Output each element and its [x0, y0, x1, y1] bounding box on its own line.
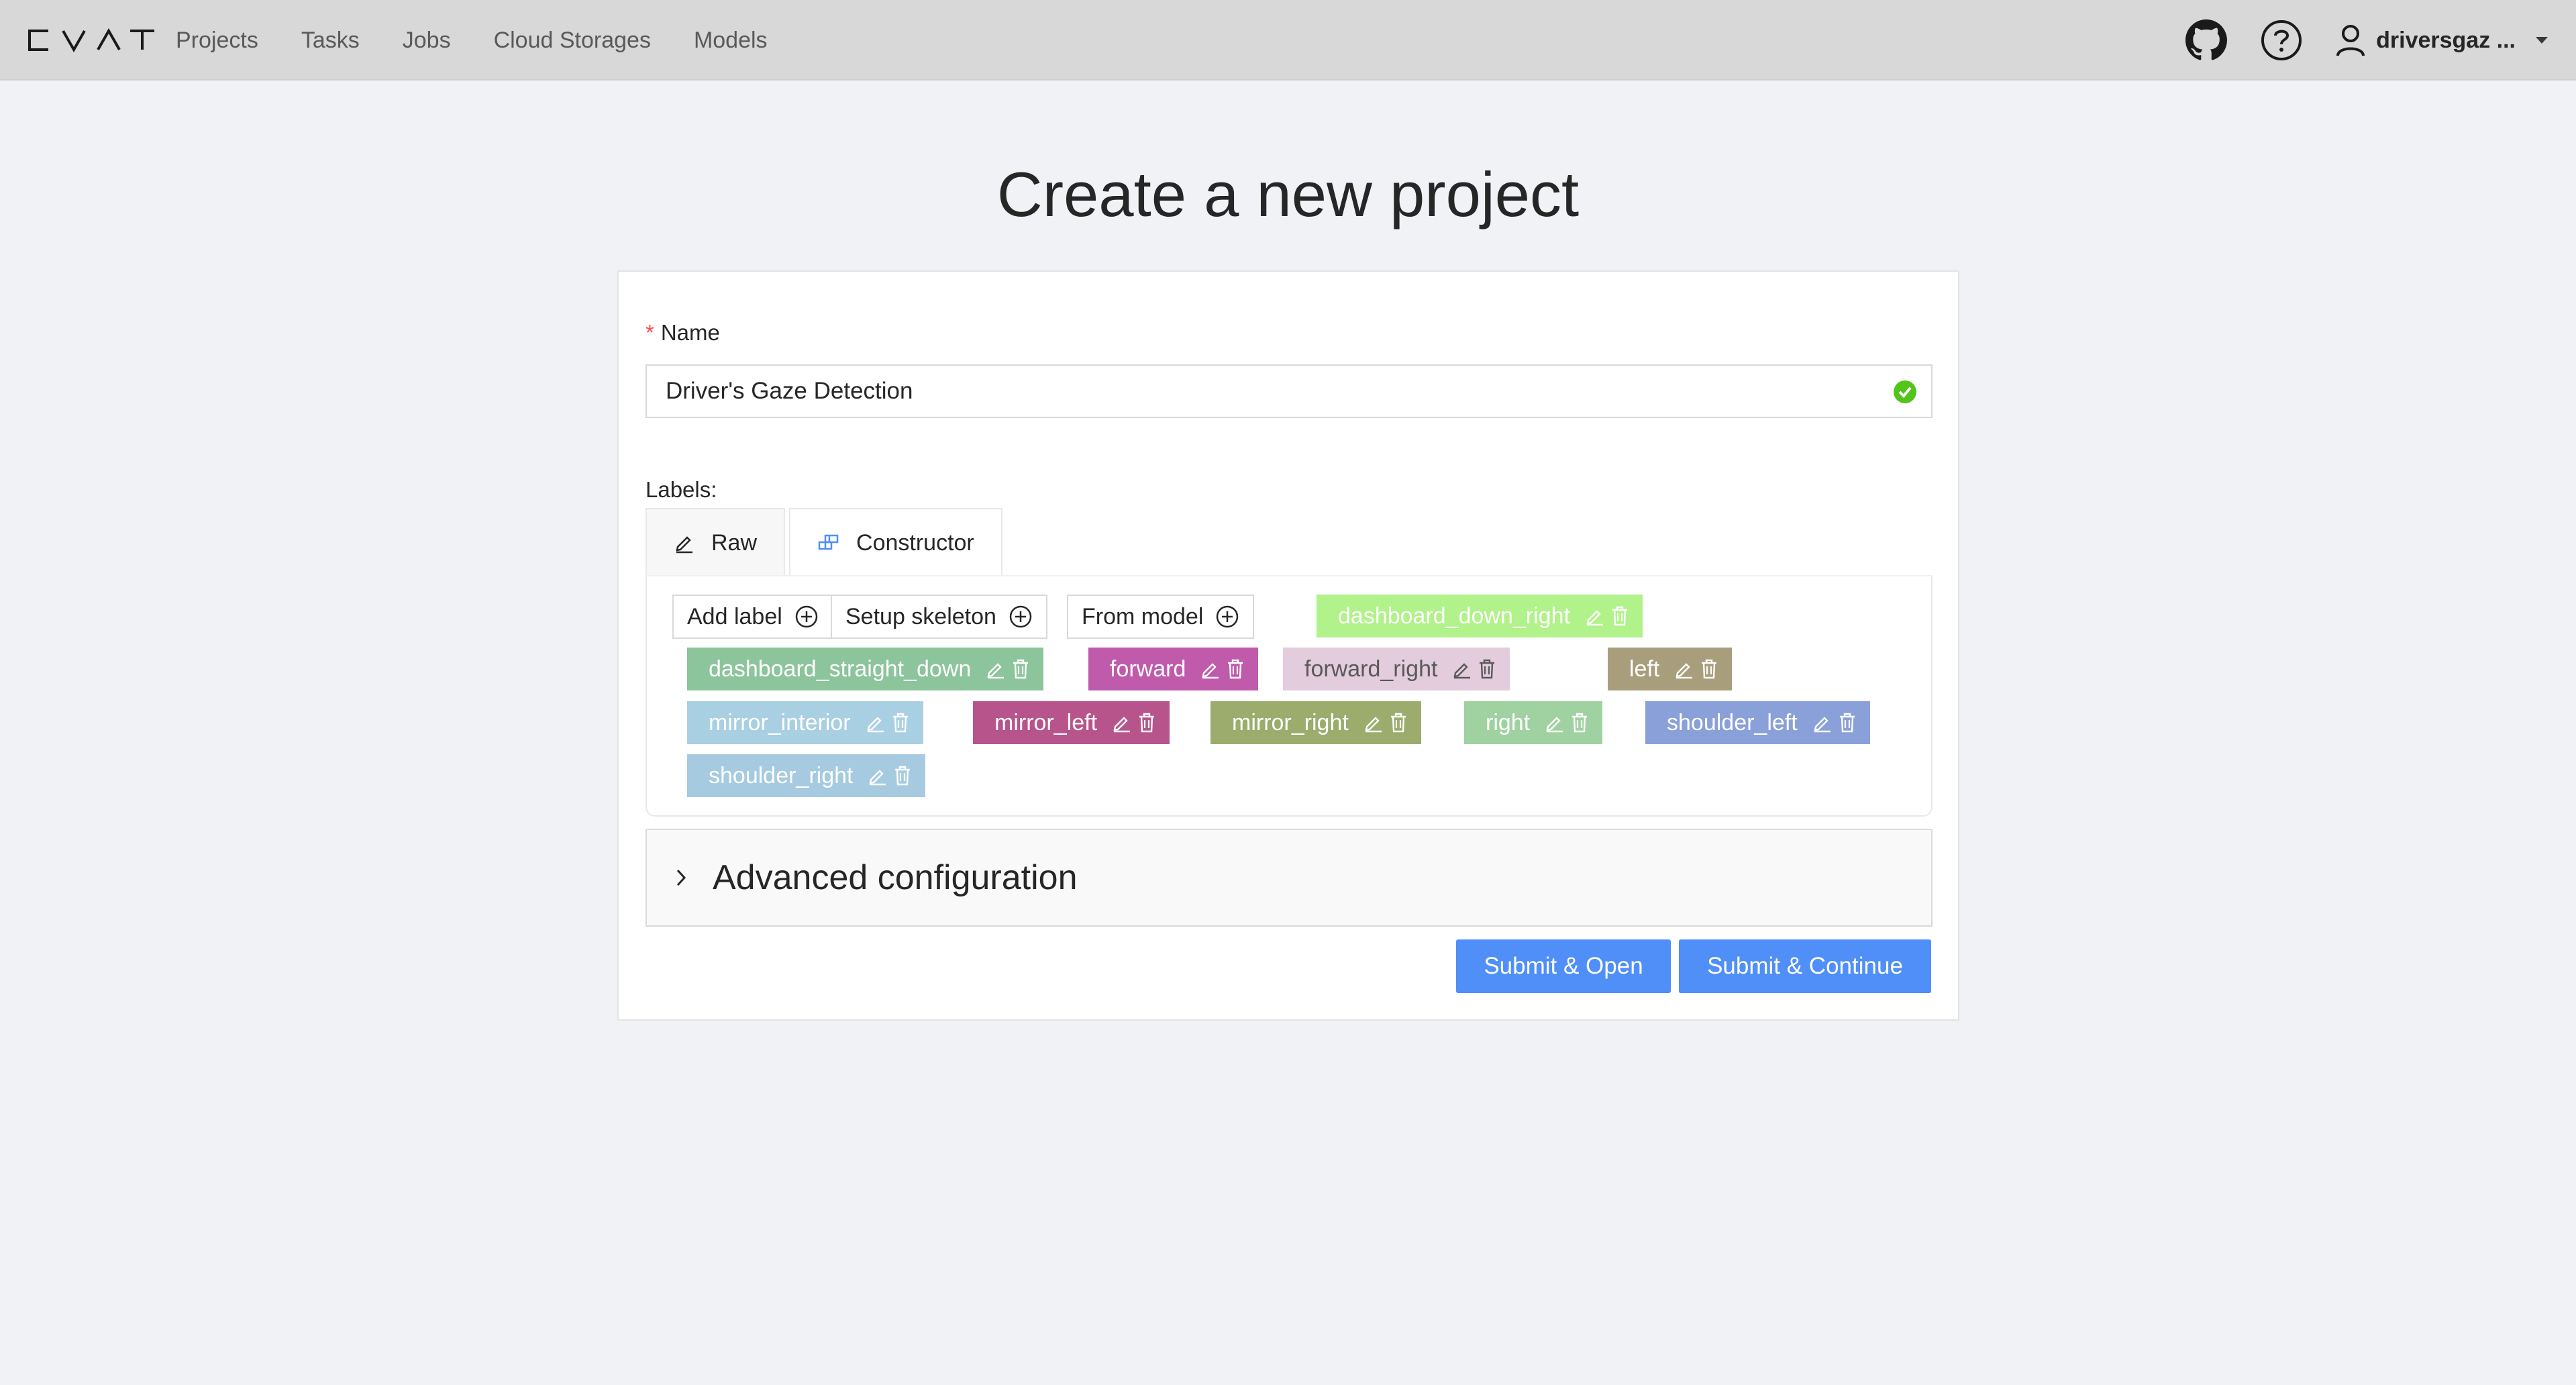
- advanced-configuration-panel[interactable]: Advanced configuration: [646, 829, 1933, 927]
- label-tag-name: dashboard_down_right: [1338, 603, 1570, 629]
- tab-raw-label: Raw: [711, 529, 758, 556]
- delete-icon[interactable]: [891, 712, 910, 733]
- delete-icon[interactable]: [1478, 658, 1496, 680]
- label-constructor: Add label Setup skeleton From model dash…: [646, 575, 1933, 817]
- label-tag-name: forward_right: [1304, 656, 1438, 682]
- delete-icon[interactable]: [1570, 712, 1589, 733]
- nav-projects[interactable]: Projects: [176, 27, 258, 53]
- help-icon[interactable]: [2261, 19, 2302, 61]
- edit-icon[interactable]: [1812, 713, 1833, 733]
- label-tag-name: shoulder_left: [1667, 709, 1798, 735]
- label-tag-left[interactable]: left: [1608, 648, 1733, 690]
- page-title: Create a new project: [996, 159, 1580, 229]
- delete-icon[interactable]: [1700, 658, 1718, 680]
- edit-icon[interactable]: [1545, 713, 1565, 733]
- username: driversgaz ...: [2376, 27, 2516, 53]
- name-label-text: Name: [660, 320, 720, 345]
- user-menu[interactable]: driversgaz ...: [2336, 23, 2549, 57]
- labels-tabs: Raw Constructor: [646, 508, 1007, 576]
- valid-check-icon: [1894, 380, 1916, 403]
- label-tag-mirror-right[interactable]: mirror_right: [1210, 701, 1421, 744]
- name-label: *Name: [646, 320, 720, 346]
- delete-icon[interactable]: [1011, 658, 1030, 680]
- edit-icon[interactable]: [1452, 659, 1472, 679]
- plus-circle-icon: [795, 605, 818, 628]
- label-tag-name: dashboard_straight_down: [709, 656, 972, 682]
- github-icon[interactable]: [2185, 19, 2228, 61]
- header-tools: driversgaz ...: [2185, 0, 2549, 81]
- edit-icon[interactable]: [986, 659, 1006, 679]
- edit-icon[interactable]: [1200, 659, 1221, 679]
- delete-icon[interactable]: [1226, 658, 1245, 680]
- setup-skeleton-text: Setup skeleton: [845, 603, 996, 629]
- delete-icon[interactable]: [1137, 712, 1156, 733]
- label-tag-name: forward: [1110, 656, 1186, 682]
- from-model-button[interactable]: From model: [1067, 595, 1255, 639]
- from-model-text: From model: [1082, 603, 1204, 629]
- label-tag-shoulder-left[interactable]: shoulder_left: [1645, 701, 1870, 744]
- label-tag-name: right: [1486, 709, 1531, 735]
- edit-icon[interactable]: [868, 766, 888, 786]
- submit-open-button[interactable]: Submit & Open: [1456, 939, 1671, 993]
- label-tag-shoulder-right[interactable]: shoulder_right: [687, 754, 926, 797]
- nav-cloud-storages[interactable]: Cloud Storages: [493, 27, 651, 53]
- chevron-right-icon: [676, 869, 686, 886]
- top-navigation-bar: Projects Tasks Jobs Cloud Storages Model…: [0, 0, 2576, 81]
- nav-tasks[interactable]: Tasks: [301, 27, 360, 53]
- label-tag-name: left: [1629, 656, 1660, 682]
- build-icon: [818, 534, 839, 550]
- edit-icon: [676, 536, 692, 554]
- label-tag-right[interactable]: right: [1464, 701, 1603, 744]
- delete-icon[interactable]: [1610, 605, 1629, 627]
- nav-models[interactable]: Models: [693, 27, 768, 53]
- label-tag-name: mirror_right: [1232, 709, 1349, 735]
- submit-continue-button[interactable]: Submit & Continue: [1679, 939, 1931, 993]
- cvat-logo[interactable]: [25, 25, 157, 55]
- edit-icon[interactable]: [1674, 659, 1694, 679]
- delete-icon[interactable]: [893, 765, 912, 786]
- label-tag-name: mirror_left: [994, 709, 1098, 735]
- main-nav: Projects Tasks Jobs Cloud Storages Model…: [176, 0, 811, 81]
- label-tag-mirror-interior[interactable]: mirror_interior: [687, 701, 923, 744]
- nav-jobs[interactable]: Jobs: [402, 27, 451, 53]
- plus-circle-icon: [1009, 605, 1032, 628]
- delete-icon[interactable]: [1389, 712, 1408, 733]
- user-icon: [2336, 25, 2365, 56]
- label-tag-forward-right[interactable]: forward_right: [1283, 648, 1510, 690]
- create-project-form: *Name Driver's Gaze Detection Labels: Ra…: [617, 270, 1959, 1021]
- required-mark: *: [646, 320, 654, 345]
- label-tag-mirror-left[interactable]: mirror_left: [973, 701, 1170, 744]
- add-label-button[interactable]: Add label: [672, 595, 833, 639]
- project-name-input[interactable]: Driver's Gaze Detection: [646, 364, 1933, 418]
- project-name-value: Driver's Gaze Detection: [666, 378, 913, 404]
- logo-mark-icon: [28, 28, 154, 52]
- labels-title: Labels:: [646, 477, 717, 502]
- label-tag-dashboard-straight-down[interactable]: dashboard_straight_down: [687, 648, 1044, 690]
- edit-icon[interactable]: [866, 713, 886, 733]
- caret-down-icon: [2536, 37, 2548, 44]
- advanced-configuration-label: Advanced configuration: [713, 858, 1078, 897]
- label-tag-name: mirror_interior: [709, 709, 851, 735]
- label-tag-forward[interactable]: forward: [1088, 648, 1259, 690]
- tab-constructor-label: Constructor: [856, 529, 974, 556]
- label-tag-dashboard-down-right[interactable]: dashboard_down_right: [1317, 595, 1643, 637]
- edit-icon[interactable]: [1363, 713, 1384, 733]
- edit-icon[interactable]: [1585, 606, 1605, 626]
- plus-circle-icon: [1217, 605, 1239, 628]
- tab-constructor[interactable]: Constructor: [789, 508, 1002, 576]
- edit-icon[interactable]: [1112, 713, 1132, 733]
- setup-skeleton-button[interactable]: Setup skeleton: [831, 595, 1047, 639]
- delete-icon[interactable]: [1838, 712, 1857, 733]
- label-tag-name: shoulder_right: [709, 762, 854, 788]
- add-label-text: Add label: [687, 603, 782, 629]
- tab-raw[interactable]: Raw: [646, 508, 786, 576]
